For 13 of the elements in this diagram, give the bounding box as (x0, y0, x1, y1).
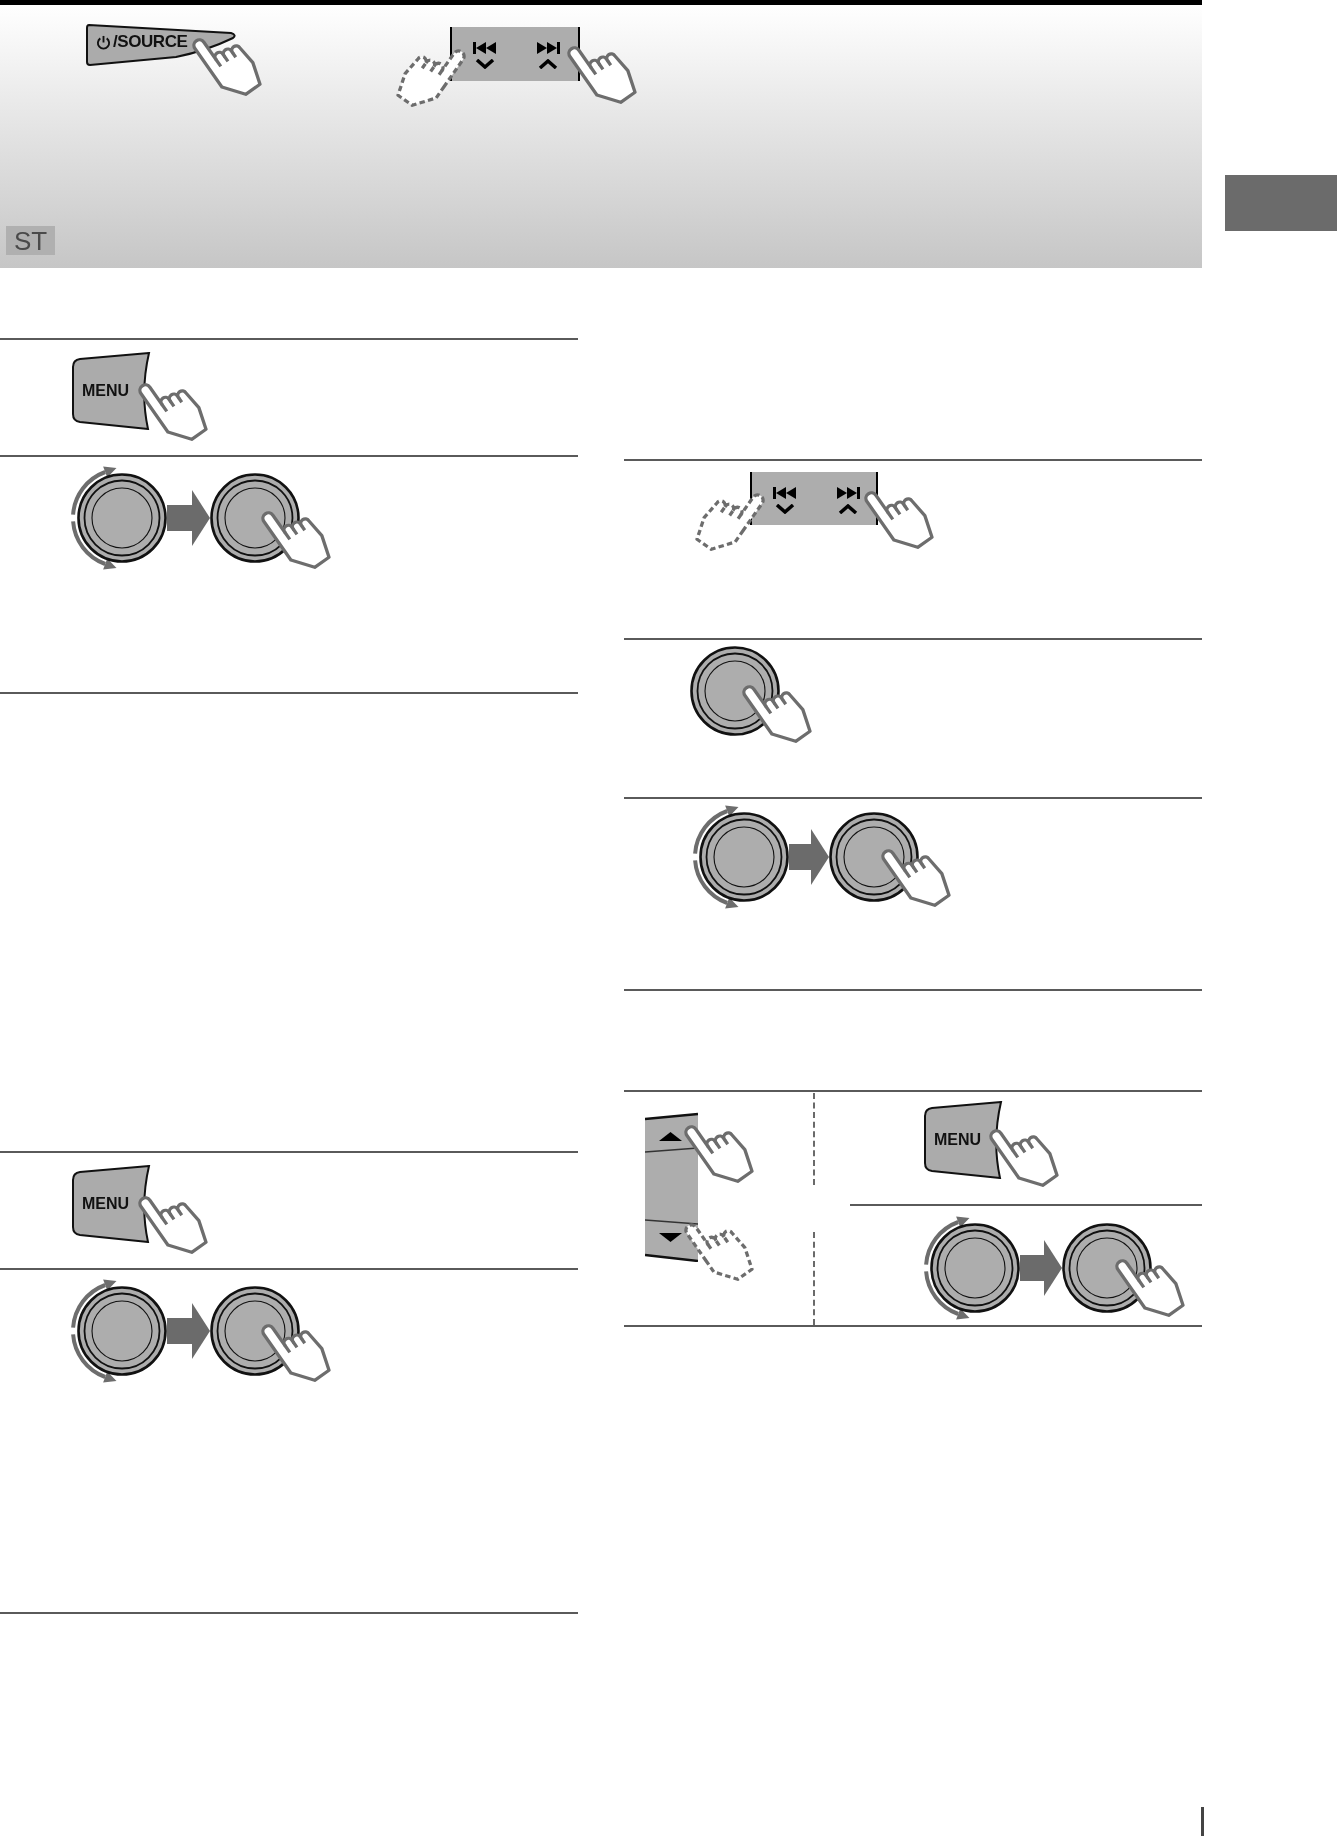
arrow (789, 829, 829, 885)
arrow (1020, 1240, 1062, 1296)
arrow (167, 1303, 210, 1359)
control-knob (699, 812, 789, 902)
menu-button: MENU (71, 352, 151, 430)
menu-button: MENU (71, 1165, 151, 1243)
control-knob (77, 1286, 167, 1376)
menu-button: MENU (923, 1101, 1003, 1179)
control-knob (930, 1223, 1020, 1313)
section-tab (1225, 175, 1337, 231)
arrow (167, 490, 210, 546)
indicator-label: ST (6, 226, 55, 255)
control-knob (77, 473, 167, 563)
